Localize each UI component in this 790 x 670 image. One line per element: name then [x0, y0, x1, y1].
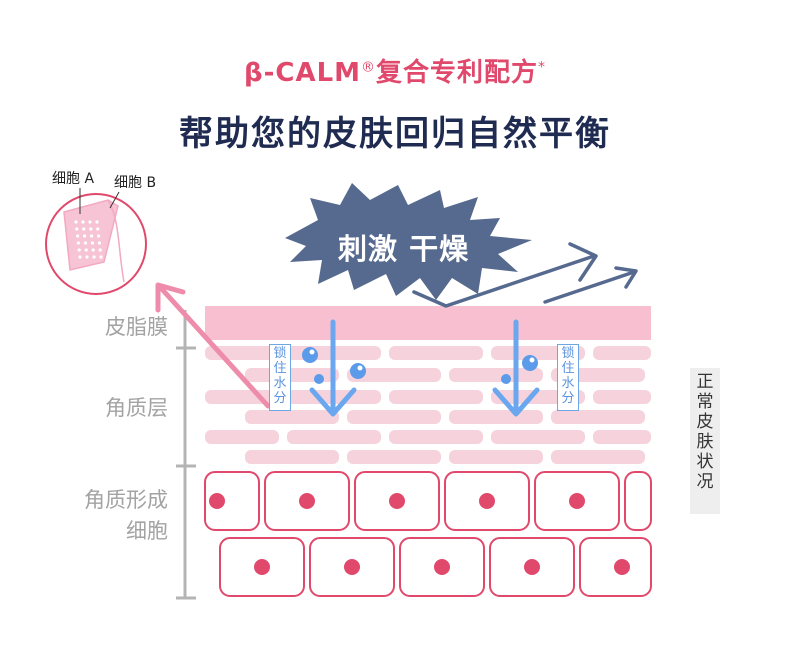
page-subtitle: 帮助您的皮肤回归自然平衡	[179, 114, 611, 154]
brick	[245, 410, 339, 424]
wind-arrows	[412, 242, 638, 308]
brick	[389, 346, 483, 360]
formula-title: β-CALM®复合专利配方*	[0, 52, 790, 89]
brick	[449, 450, 543, 464]
stratum-label: 角质层	[105, 396, 168, 420]
brick	[593, 430, 651, 444]
water-droplets	[302, 347, 538, 384]
brick	[347, 368, 441, 382]
brick	[593, 390, 651, 404]
irritant-burst	[285, 183, 532, 300]
layer-scale	[176, 310, 196, 600]
keratinocyte-label-line2: 细胞	[126, 519, 168, 543]
keratinocyte-cells	[204, 471, 652, 597]
brick	[347, 410, 441, 424]
sebum-layer	[205, 306, 651, 340]
brick	[449, 410, 543, 424]
keratinocyte	[489, 537, 575, 597]
water-arrow-right	[492, 319, 540, 417]
keratinocyte	[534, 471, 620, 531]
keratinocyte	[579, 537, 652, 597]
brick	[205, 390, 279, 404]
keratinocyte	[204, 471, 260, 531]
cell-a-label: 细胞 A	[52, 171, 95, 187]
water-droplet	[501, 374, 511, 384]
cells-inset	[45, 188, 147, 295]
keratinocyte	[624, 471, 652, 531]
registered-mark: ®	[361, 59, 377, 76]
brick	[347, 450, 441, 464]
brick	[449, 368, 543, 382]
brick	[389, 430, 483, 444]
brick	[389, 390, 483, 404]
brick	[205, 430, 279, 444]
brick	[287, 430, 381, 444]
keratinocyte	[264, 471, 350, 531]
cell-b-label: 细胞 B	[114, 175, 157, 191]
lock-water-tag-left: 锁住水分	[269, 344, 291, 411]
sebum-label: 皮脂膜	[105, 315, 168, 339]
keratinocyte	[354, 471, 440, 531]
lock-water-tag-right: 锁住水分	[557, 344, 579, 411]
brick	[593, 346, 651, 360]
keratinocyte	[309, 537, 395, 597]
brick	[245, 368, 339, 382]
irritant-text: 刺激 干燥	[338, 232, 470, 266]
brand-suffix: 复合专利配方	[376, 58, 539, 88]
brick	[491, 430, 585, 444]
brick	[551, 450, 645, 464]
brand-name: β-CALM	[243, 58, 362, 88]
keratinocyte	[219, 537, 305, 597]
keratinocyte	[399, 537, 485, 597]
keratinocyte-label-line1: 角质形成	[84, 488, 168, 512]
water-droplet	[522, 355, 538, 371]
water-droplet	[314, 374, 324, 384]
water-droplet	[302, 347, 318, 363]
pink-pointer-arrow	[155, 282, 271, 409]
normal-skin-tag: 正常皮肤状况	[690, 368, 720, 514]
asterisk-mark: *	[538, 59, 547, 76]
water-arrow-left	[309, 319, 357, 417]
keratinocyte	[444, 471, 530, 531]
brick	[245, 450, 339, 464]
brick	[551, 410, 645, 424]
water-droplet	[350, 363, 366, 379]
